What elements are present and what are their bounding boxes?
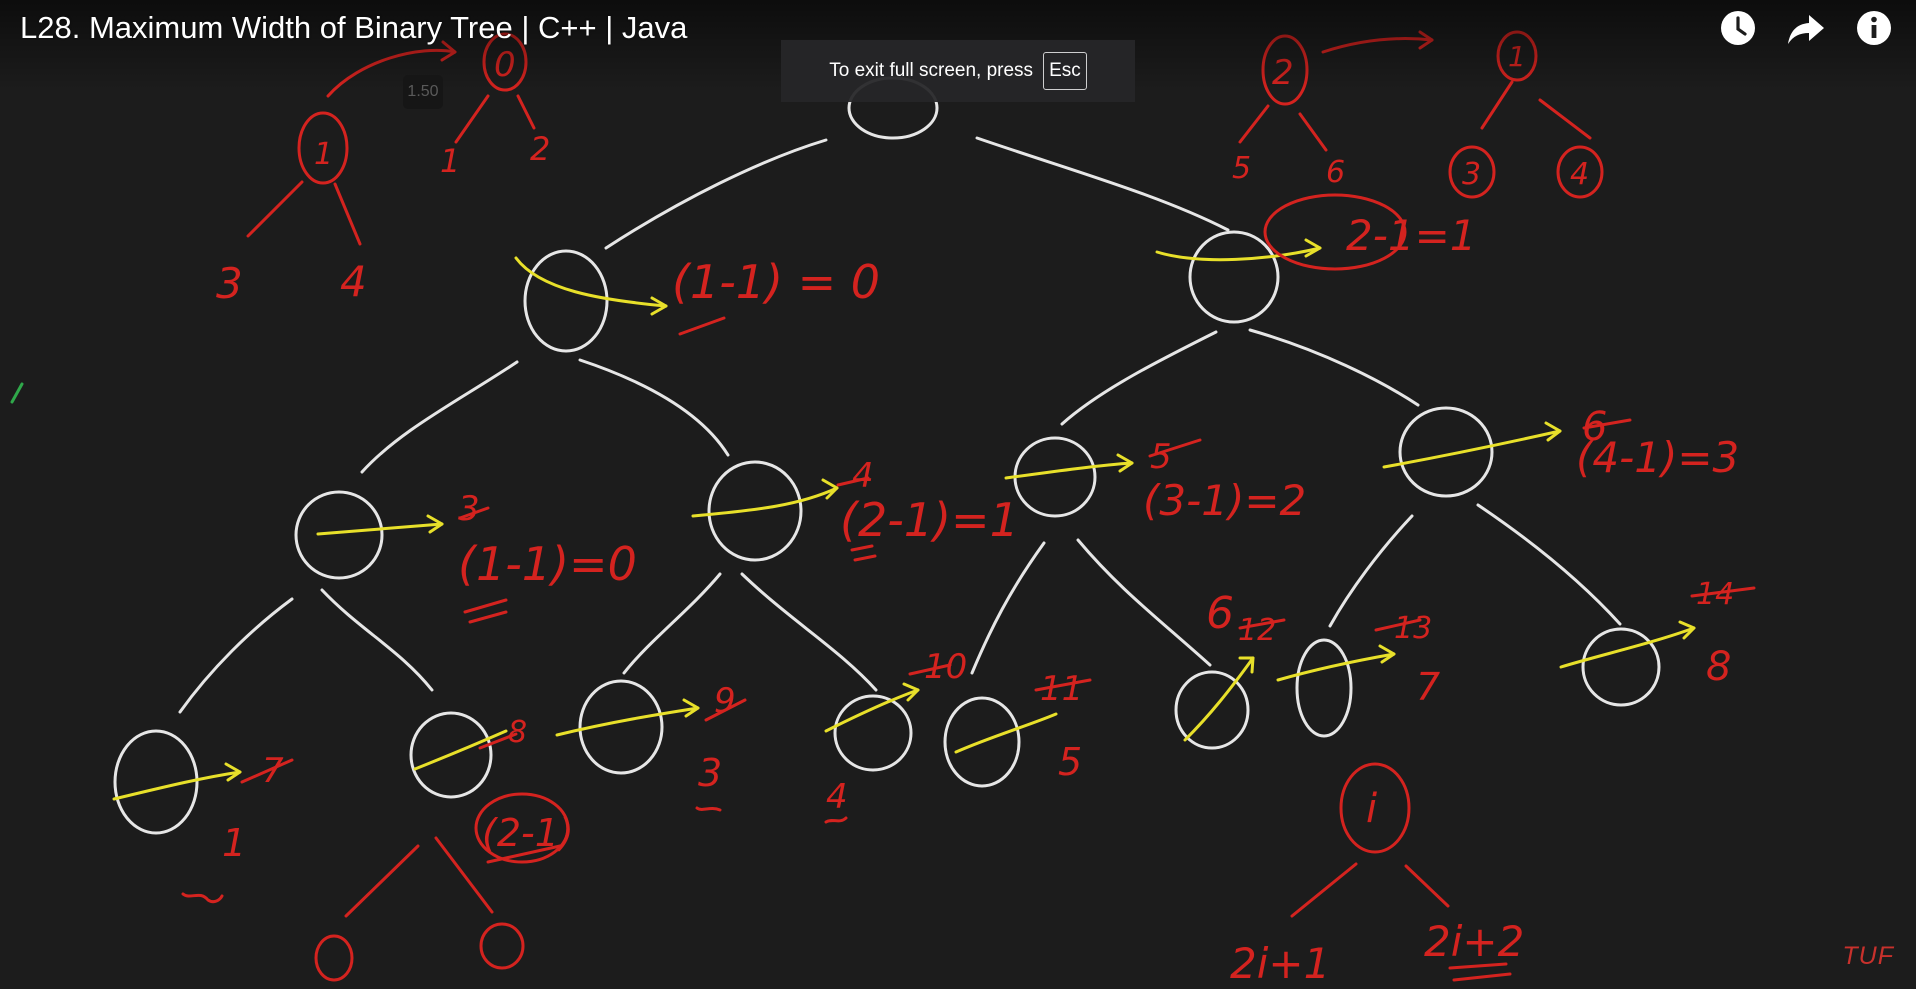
tree-edge [1076,538,1212,667]
new-index: 7 [1416,665,1440,709]
tree-node-l3-1 [113,729,199,835]
fullscreen-notice-text: To exit full screen, press [829,60,1034,81]
example-label: 5 [1232,151,1251,186]
tree-node-l3-7 [1295,638,1353,738]
crossed-index: 11 [1040,669,1083,709]
tree-node-l2-2 [707,460,803,562]
tree-edge [578,358,730,457]
crossed-index: 14 [1696,577,1734,612]
crossed-index: 5 [1150,437,1172,477]
tree-edge [604,138,828,250]
tree-node-l2-4 [1398,406,1494,498]
channel-watermark: TUF [1842,942,1894,970]
example-label: 1 [314,137,333,172]
new-index: 8 [1706,644,1731,690]
tree-node-l2-3 [1013,436,1097,518]
crossed-index: 9 [714,681,736,721]
new-index: 3 [698,751,722,795]
playback-speed-badge: 1.50 [403,75,443,109]
crossed-index: 13 [1394,611,1432,646]
example-label: 2 [1272,53,1294,93]
formula-node-label: i [1366,786,1377,832]
expr-level3-partial: (2-1) [482,811,574,855]
tree-edge [1248,328,1420,407]
tree-edge [622,572,722,675]
new-index: 5 [1058,740,1082,784]
new-index: 1 [222,821,246,865]
crossed-index: 7 [262,751,284,791]
tree-edge [1328,514,1414,628]
crossed-index: 10 [924,647,967,687]
crossed-index: 6 [1582,404,1607,450]
tree-node-l3-6 [1174,670,1250,750]
crossed-index: 8 [508,715,527,750]
example-label: 4 [340,257,367,306]
tree-edge [360,360,519,474]
tree-node-l3-3 [578,679,664,775]
example-label: 0 [494,45,516,85]
crossed-index: 12 [1238,613,1276,648]
expr-level2-4: (4-1)=3 [1576,433,1739,482]
expr-level1-left: (1-1) = 0 [672,255,880,309]
esc-key-badge: Esc [1043,52,1087,90]
expr-level2-2: (2-1)=1 [840,493,1019,547]
tree-edge [320,588,434,692]
example-label: 3 [1462,157,1481,192]
expr-level1-right: 2-1=1 [1346,211,1477,260]
tree-node-l1-right [1188,230,1280,324]
expr-level2-1: (1-1)=0 [458,537,637,591]
tree-node-l3-2 [409,711,493,799]
tree-node-l1-left [523,249,609,353]
example-label: 3 [216,259,243,308]
fullscreen-exit-notice: To exit full screen, press Esc [781,40,1135,102]
tree-diagram [113,76,1661,835]
crossed-index: 4 [852,456,874,496]
tree-edge [1060,330,1218,426]
tree-node-l3-5 [943,696,1021,788]
handwritten-labels: (1-1) = 0 2-1=1 (1-1)=0 (2-1)=1 (3-1)=2 … [216,40,1739,988]
example-label: 6 [1326,155,1345,190]
expr-level2-3: (3-1)=2 [1143,476,1306,525]
tree-edge [178,597,294,714]
tree-node-l3-8 [1581,627,1661,707]
formula-left-child: 2i+1 [1230,939,1330,988]
share-icon[interactable] [1786,8,1826,48]
top-controls [1718,8,1894,48]
new-index: 6 [1206,588,1234,639]
formula-right-child: 2i+2 [1424,917,1524,966]
example-label: 4 [1570,157,1589,192]
tree-node-l3-4 [833,694,913,772]
example-label: 2 [530,130,550,168]
tree-edge [970,541,1046,675]
tree-edge [975,136,1230,232]
video-title[interactable]: L28. Maximum Width of Binary Tree | C++ … [20,10,688,45]
tree-node-l2-1 [294,490,384,580]
new-index: 4 [826,777,848,817]
tree-edge [1476,503,1622,626]
tree-edge [740,572,878,692]
clock-icon[interactable] [1718,8,1758,48]
info-icon[interactable] [1854,8,1894,48]
traversal-arrows [112,238,1696,801]
example-label: 1 [440,142,460,180]
example-label: 1 [1508,40,1526,73]
crossed-index: 3 [458,489,480,529]
